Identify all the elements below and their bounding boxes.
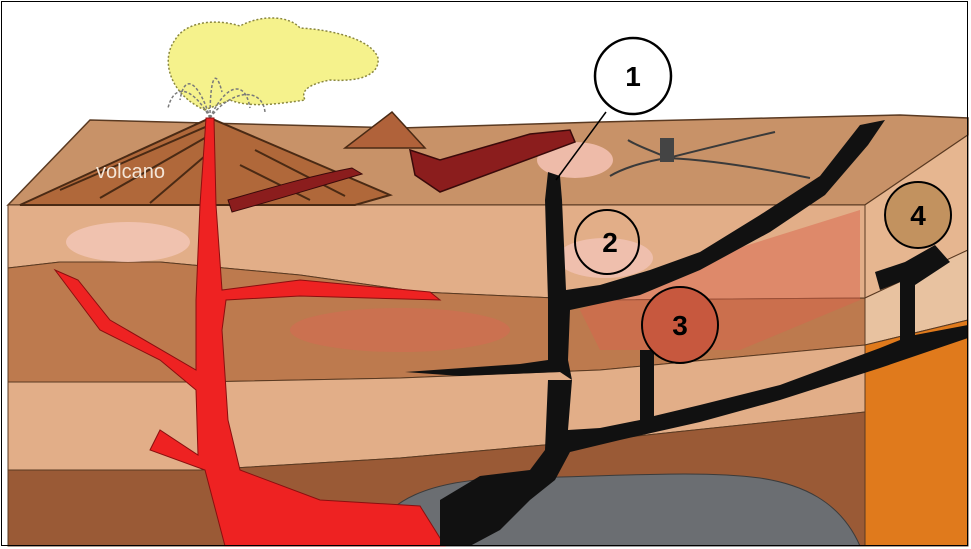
lava-flow-sill <box>227 167 364 213</box>
lava-flow-main <box>409 129 576 193</box>
callout-1-leader <box>555 111 607 181</box>
callout-1: 1 <box>555 36 673 181</box>
pink-patch-2 <box>557 238 653 278</box>
callout-2: 2 <box>574 209 640 275</box>
side-face-lower <box>864 319 969 547</box>
callout-2-number: 2 <box>602 227 618 258</box>
volcano-strata <box>59 124 346 204</box>
callout-4: 4 <box>884 181 952 249</box>
intrusion-lower-sill <box>440 245 968 546</box>
magma-feeder-red <box>53 117 446 547</box>
cinder-cone <box>342 110 427 149</box>
callout-2-circle <box>574 209 640 275</box>
pink-patch-surface <box>537 142 613 178</box>
callout-3: 3 <box>641 286 719 364</box>
red-zone-middle <box>290 308 510 352</box>
ash-cloud <box>167 17 379 111</box>
callout-4-circle <box>884 181 952 249</box>
callout-3-circle <box>641 286 719 364</box>
callout-3-number: 3 <box>672 310 688 341</box>
volcanic-neck-plug <box>660 138 674 162</box>
pink-patch-left <box>66 222 190 262</box>
callout-4-number: 4 <box>910 200 926 231</box>
callout-1-number: 1 <box>625 61 641 92</box>
callout-1-circle <box>593 36 673 116</box>
volcano-label: volcano <box>96 161 165 183</box>
eruption-plume <box>167 77 266 119</box>
